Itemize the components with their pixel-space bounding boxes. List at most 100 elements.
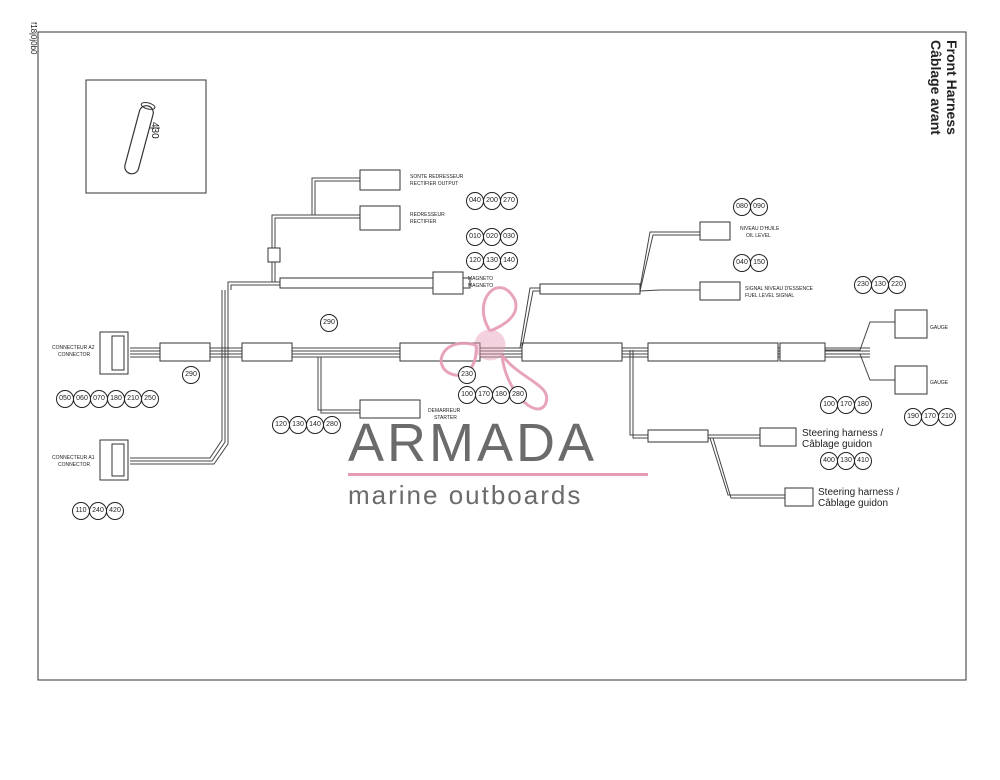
callout-oil-2: 090: [750, 198, 768, 216]
document-code: f18j0j0b0: [28, 22, 40, 82]
callout-gauge-bottom-3: 210: [938, 408, 956, 426]
branch-gauges: [825, 321, 895, 381]
steering-connector-1: [759, 427, 797, 447]
callout-steering-1-2: 170: [837, 396, 855, 414]
branch-steering: [629, 350, 785, 499]
connector-b-label-en: CONNECTOR: [58, 462, 91, 468]
connector-a-label-en: CONNECTOR: [58, 352, 91, 358]
steering-2-label-fr: Câblage guidon: [818, 498, 889, 509]
watermark-title: ARMADA: [348, 413, 598, 473]
steering-1-label-fr: Câblage guidon: [802, 439, 873, 450]
callout-steering-2-2: 130: [837, 452, 855, 470]
callout-gauge-top-1: 230: [854, 276, 872, 294]
callout-steering-2-1: 400: [820, 452, 838, 470]
callout-fuel-2: 150: [750, 254, 768, 272]
callout-sonde-lower-3: 030: [500, 228, 518, 246]
callout-sonde-upper-1: 040: [466, 192, 484, 210]
watermark-propeller: [439, 286, 549, 411]
callout-clip-290-b: 290: [320, 314, 338, 332]
fuel-connector: [699, 281, 741, 301]
callout-connector-a-3: 070: [90, 390, 108, 408]
callout-connector-a-5: 210: [124, 390, 142, 408]
branch-ground: [317, 357, 360, 414]
drawing-frame: [37, 31, 967, 681]
sonde-lower-label-fr: REDRESSEUR: [410, 212, 445, 218]
sonde-lower-label-en: RECTIFIER: [410, 219, 437, 225]
watermark-subtitle: marine outboards: [348, 480, 583, 510]
inset-tube: [124, 102, 156, 175]
oil-connector: [699, 221, 731, 241]
fuel-label-fr: SIGNAL NIVEAU D'ESSENCE: [745, 286, 814, 292]
callout-sonde-lower-1: 010: [466, 228, 484, 246]
callout-connector-b-1: 110: [72, 502, 90, 520]
callout-connector-a-1: 050: [56, 390, 74, 408]
callout-sonde-upper-2: 200: [483, 192, 501, 210]
connector-b-body: [99, 439, 129, 481]
callout-oil-1: 080: [733, 198, 751, 216]
watermark: ARMADA marine outboards: [348, 415, 658, 510]
steering-2-label-en: Steering harness /: [818, 487, 900, 498]
callout-connector-b-3: 420: [106, 502, 124, 520]
document-code-text: f18j0j0b0: [29, 22, 38, 55]
upper-sleeve: [279, 277, 471, 289]
callout-gauge-bottom-1: 190: [904, 408, 922, 426]
title-block: Front Harness Câblage avant: [920, 40, 960, 150]
gauge-bottom-label: GAUGE: [930, 380, 949, 386]
callout-sonde-upper-3: 270: [500, 192, 518, 210]
callout-gauge-bottom-2: 170: [921, 408, 939, 426]
fuel-label-en: FUEL LEVEL SIGNAL: [745, 293, 795, 299]
magneto-connector: [432, 271, 464, 295]
ground-label-fr: DEMARREUR: [428, 408, 461, 414]
magneto-label-en: MAGNETO: [468, 283, 494, 289]
oil-label-fr: NIVEAU D'HUILE: [740, 226, 780, 232]
callout-magneto-2: 130: [483, 252, 501, 270]
inset-box: [85, 79, 207, 194]
steering-connector-2: [784, 487, 814, 507]
callout-connector-a-6: 250: [141, 390, 159, 408]
callout-clip-290-a: 290: [182, 366, 200, 384]
callout-ground-top-4: 280: [509, 386, 527, 404]
magneto-label-fr: MAGNETO: [468, 276, 494, 282]
callout-connector-a-4: 180: [107, 390, 125, 408]
callout-magneto-3: 140: [500, 252, 518, 270]
title-fr: Câblage avant: [928, 40, 944, 135]
upper-splice: [267, 247, 281, 263]
callout-gauge-top-2: 130: [871, 276, 889, 294]
callout-ground-left-2: 130: [289, 416, 307, 434]
steering-1-label-en: Steering harness /: [802, 428, 884, 439]
callout-steering-2-3: 410: [854, 452, 872, 470]
ground-label-en: STARTER: [434, 415, 457, 421]
ground-connector: [359, 399, 421, 419]
inset-part-label: 430: [149, 122, 160, 139]
callout-ground-left-4: 280: [323, 416, 341, 434]
callout-magneto-1: 120: [466, 252, 484, 270]
callout-steering-1-3: 180: [854, 396, 872, 414]
sonde-upper-label-fr: SONTE REDRESSEUR: [410, 174, 464, 180]
sonde-upper-label-en: RECTIFIER OUTPUT: [410, 181, 459, 187]
connector-b-label-fr: CONNECTEUR A1: [52, 455, 95, 461]
callout-gauge-top-3: 220: [888, 276, 906, 294]
callout-connector-b-2: 240: [89, 502, 107, 520]
callout-ground-top-3: 180: [492, 386, 510, 404]
callout-steering-1-1: 100: [820, 396, 838, 414]
connector-a-label-fr: CONNECTEUR A2: [52, 345, 95, 351]
callout-ground-top-2: 170: [475, 386, 493, 404]
callout-ground-left-3: 140: [306, 416, 324, 434]
callout-ground-left-1: 120: [272, 416, 290, 434]
title-en: Front Harness: [944, 40, 960, 135]
gauge-bottom-connector: [894, 365, 928, 395]
steering-sleeve: [647, 429, 709, 443]
watermark-rule: [348, 473, 648, 476]
callout-sonde-lower-2: 020: [483, 228, 501, 246]
rectifier-connectors: [359, 169, 401, 231]
callout-fuel-1: 040: [733, 254, 751, 272]
oil-label-en: OIL LEVEL: [746, 233, 771, 239]
callout-ground-top-1: 100: [458, 386, 476, 404]
trunk-sleeves: [159, 342, 826, 362]
callout-connector-a-2: 060: [73, 390, 91, 408]
gauge-top-connector: [894, 309, 928, 339]
right-upper-sleeve: [539, 283, 641, 295]
connector-a-body: [99, 331, 129, 375]
